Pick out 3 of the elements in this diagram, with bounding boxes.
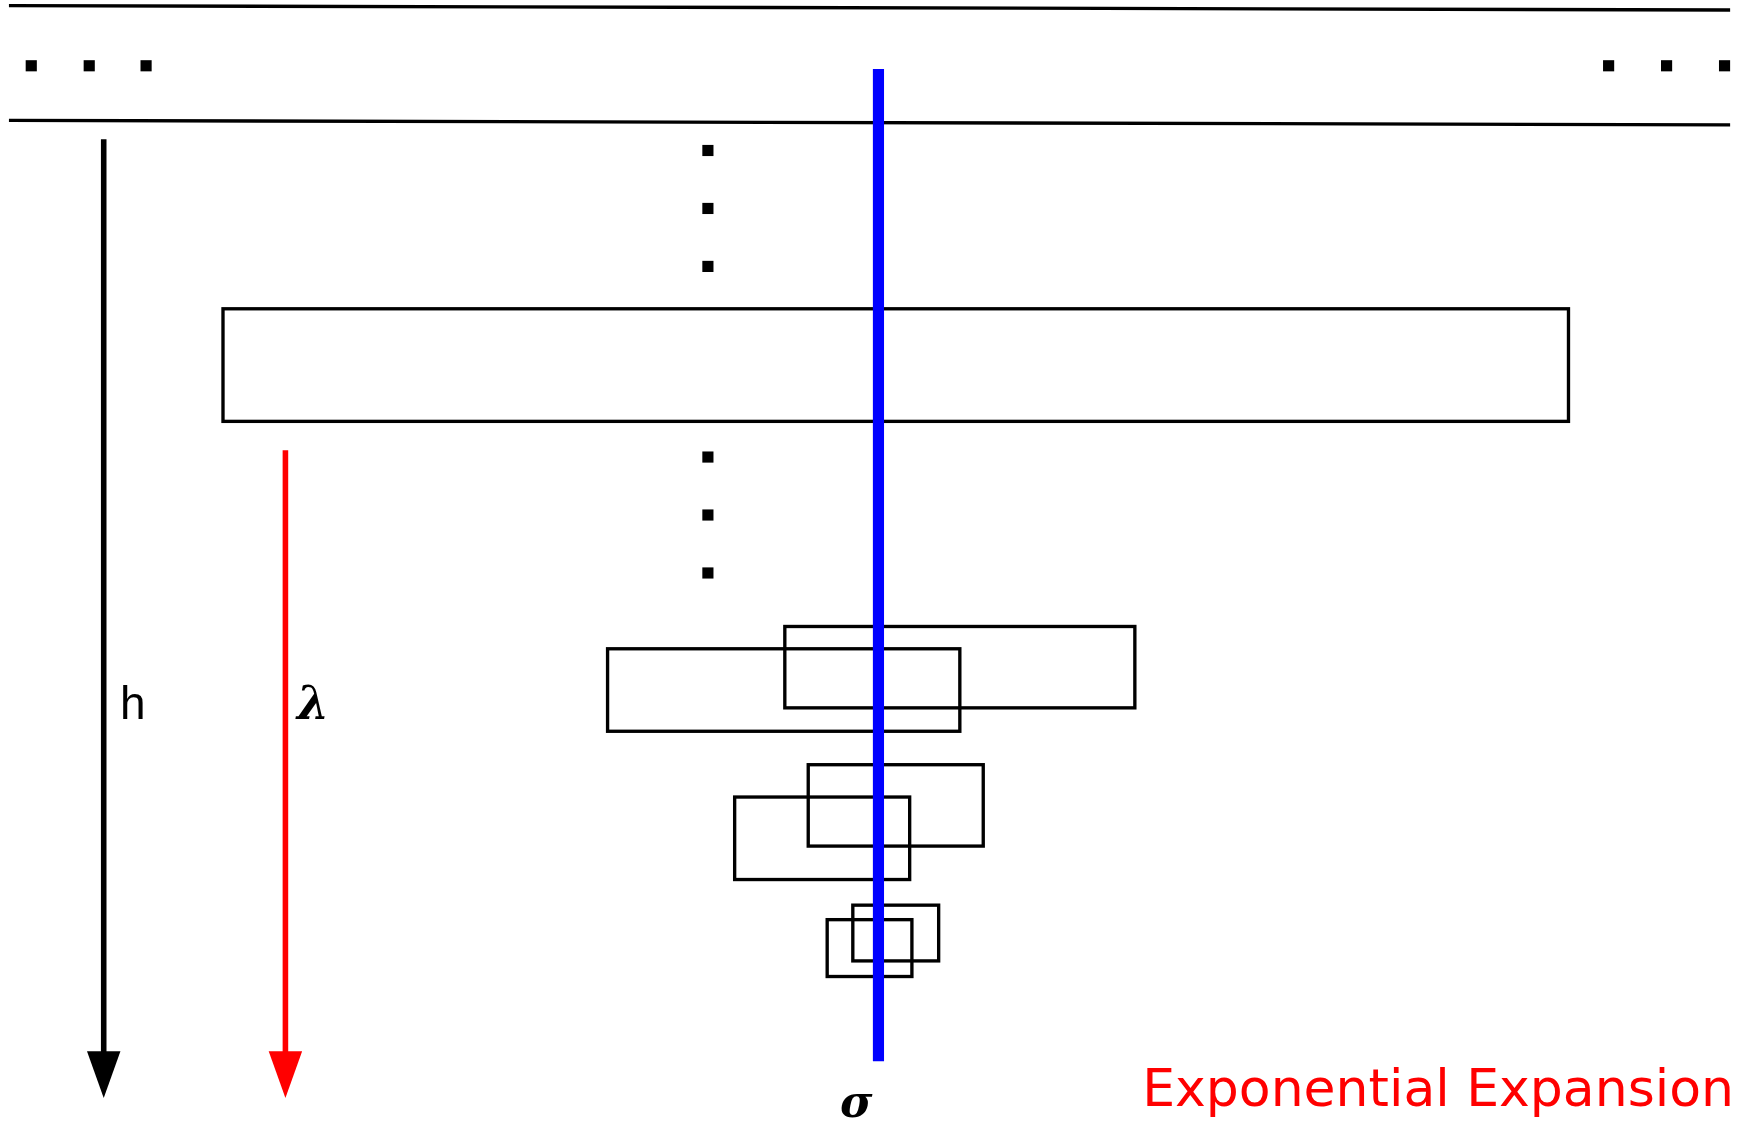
axis-label: λ (297, 680, 330, 726)
axis-label: h (120, 680, 146, 726)
axis-label: σ (840, 1080, 873, 1124)
